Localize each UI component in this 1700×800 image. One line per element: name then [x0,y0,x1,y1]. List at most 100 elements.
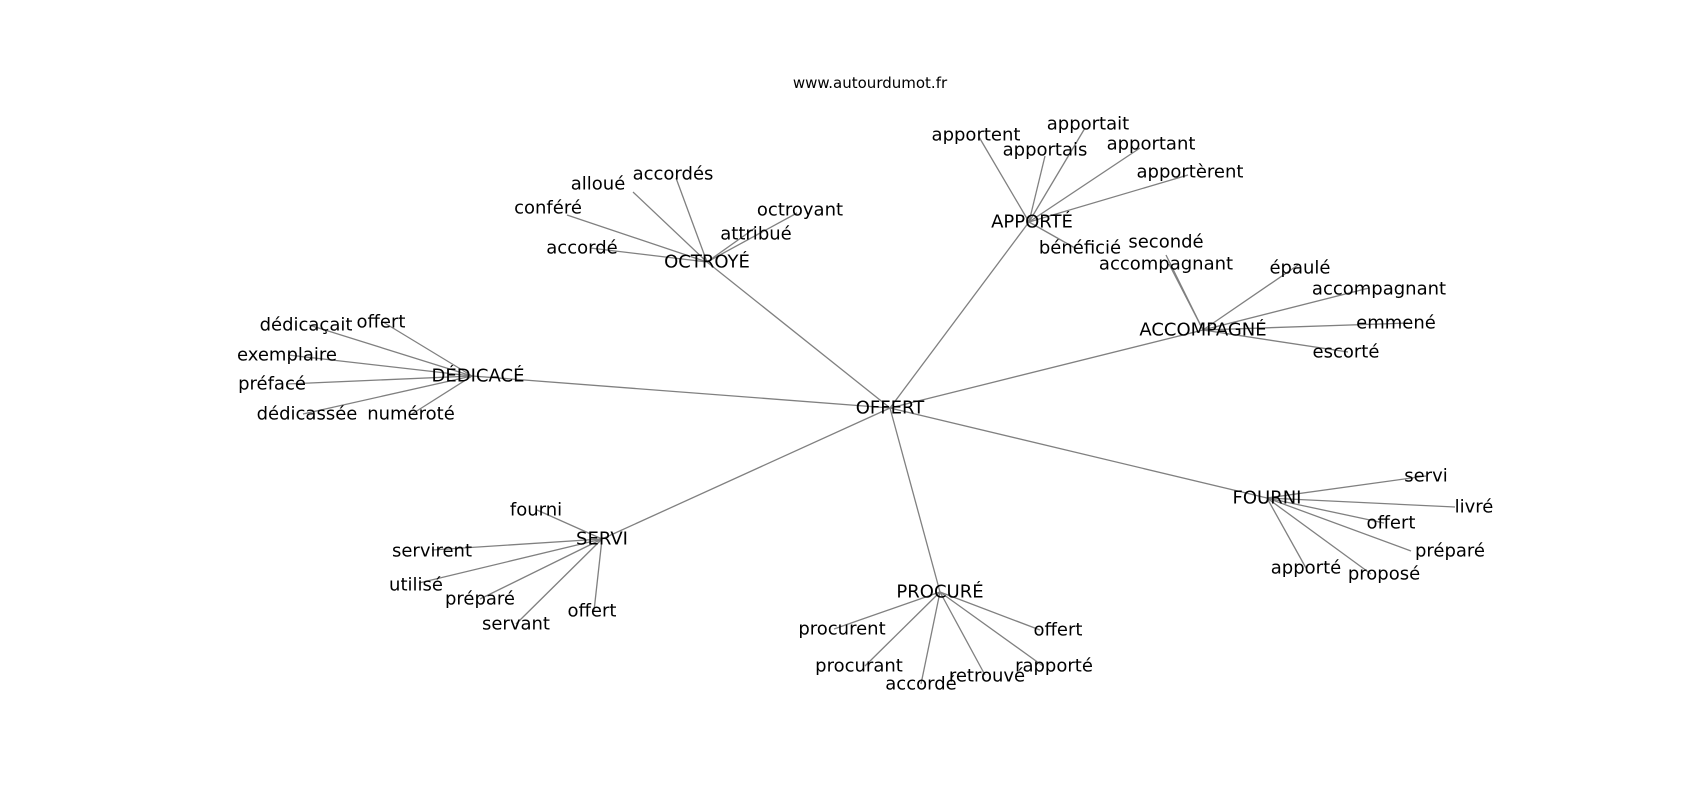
leaf-word: accordé [546,238,617,259]
edge-cluster-leaf [1028,174,1189,223]
leaf-word: servi [1404,466,1448,487]
edge-cluster-leaf [302,375,473,415]
leaf-word: préfacé [238,374,306,395]
leaf-word: procurant [815,656,903,677]
cluster-word: OCTROYÉ [664,251,750,273]
edge-cluster-leaf [536,509,603,540]
edge-cluster-leaf [1202,287,1370,331]
edge-cluster-leaf [515,538,603,625]
edge-center-cluster [889,407,1268,499]
edge-cluster-leaf [1266,475,1427,499]
edge-cluster-leaf [1266,497,1412,552]
edge-cluster-leaf [1028,127,1086,223]
leaf-word: escorté [1313,342,1380,363]
leaf-word: apportais [1003,140,1088,161]
leaf-word: accordés [633,164,714,185]
edge-cluster-leaf [1202,264,1299,331]
edge-cluster-leaf [382,321,473,377]
edge-cluster-leaf [1202,322,1409,331]
leaf-word: octroyant [757,200,843,221]
leaf-word: emmené [1356,313,1436,334]
edge-cluster-leaf [593,538,603,612]
leaf-word: proposé [1348,564,1420,585]
leaf-word: accordé [885,674,956,695]
leaf-word: apportant [1107,134,1196,155]
leaf-word: bénéficié [1039,238,1121,259]
edge-cluster-leaf [920,591,941,685]
leaf-word: dédicassée [257,404,358,425]
edge-cluster-leaf [479,538,603,600]
edge-cluster-leaf [939,591,1044,667]
leaf-word: offert [1034,620,1083,641]
edge-cluster-leaf [939,591,986,676]
edge-center-cluster [601,407,891,540]
leaf-word: apportent [932,125,1021,146]
leaf-word: attribué [720,224,791,245]
edge-cluster-leaf [939,591,1041,631]
leaf-word: conféré [514,198,582,219]
edges [286,127,1456,685]
edge-cluster-leaf [566,214,708,263]
leaf-word: offert [357,312,406,333]
edge-cluster-leaf [632,191,708,263]
leaf-word: fourni [510,500,562,521]
leaf-word: alloué [571,174,626,195]
edge-cluster-leaf [675,177,708,263]
leaf-word: préparé [445,589,515,610]
edge-cluster-leaf [978,136,1030,223]
cluster-word: APPORTÉ [991,211,1073,233]
edge-cluster-leaf [589,247,708,263]
edge-center-cluster [889,407,941,593]
edge-cluster-leaf [833,591,941,630]
edge-cluster-leaf [706,212,798,263]
edge-cluster-leaf [1028,147,1141,223]
leaf-word: apporté [1271,558,1341,579]
leaf-word: rapporté [1015,656,1093,677]
edge-cluster-leaf [308,324,473,377]
leaf-word: utilisé [389,575,443,596]
edge-cluster-leaf [1266,497,1385,524]
edge-cluster-leaf [287,354,473,377]
edge-cluster-leaf [286,375,473,385]
edge-center-cluster [706,261,891,409]
leaf-word: servirent [392,541,472,562]
leaf-word: procurent [798,619,885,640]
center-word: OFFERT [856,398,925,419]
edge-cluster-leaf [431,538,603,551]
leaf-word: livré [1455,497,1494,518]
leaf-word: exemplaire [237,345,337,366]
leaf-word: épaulé [1269,258,1330,279]
leaf-word: apportait [1047,114,1129,135]
edge-center-cluster [889,329,1204,409]
edge-cluster-leaf [706,227,756,263]
leaf-word: préparé [1415,541,1485,562]
leaf-word: offert [568,601,617,622]
leaf-word: retrouvé [949,666,1025,687]
cluster-word: DÉDICACÉ [432,365,525,387]
edge-cluster-leaf [411,375,473,415]
edge-cluster-leaf [1266,497,1456,508]
edge-cluster-leaf [864,591,941,667]
edge-center-cluster [471,375,891,409]
cluster-word: ACCOMPAGNÉ [1139,319,1266,341]
leaf-word: dédicaçait [260,315,353,336]
edge-cluster-leaf [418,538,603,584]
edge-cluster-leaf [1266,497,1372,575]
edge-cluster-leaf [1202,329,1349,353]
leaf-word: accompagnant [1312,279,1446,300]
edge-cluster-leaf [1028,221,1076,249]
edge-cluster-leaf [1168,263,1204,331]
leaf-word: offert [1367,513,1416,534]
labels: OFFERT OCTROYÉ alloué accordés conféré octroy… [237,114,1493,695]
leaf-word: secondé [1128,232,1203,253]
cluster-word: FOURNI [1233,488,1302,509]
leaf-word: numéroté [367,404,455,425]
leaf-word: servant [482,614,550,635]
site-watermark: www.autourdumot.fr [793,74,948,92]
edge-cluster-leaf [1028,155,1046,223]
leaf-word: apportèrent [1137,162,1244,183]
edge-center-cluster [889,221,1030,409]
edge-cluster-leaf [1266,497,1307,569]
leaf-word: accompagnant [1099,254,1233,275]
